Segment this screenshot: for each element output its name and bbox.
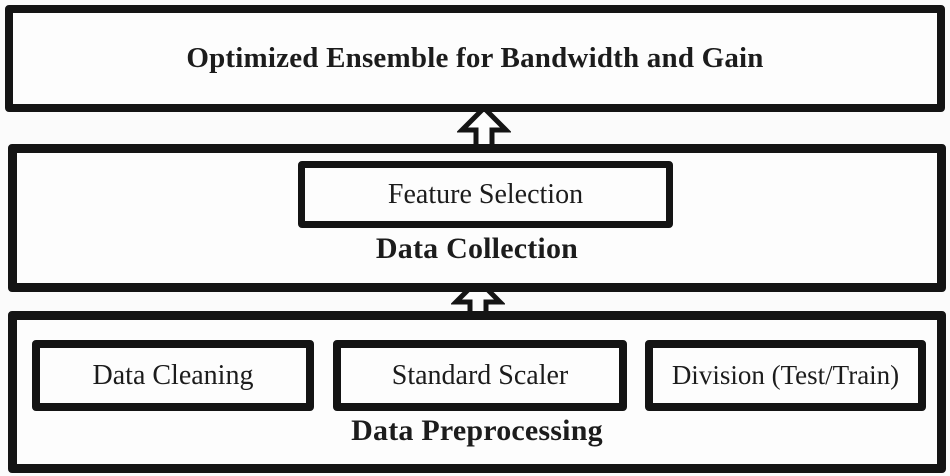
data-preprocessing-box: Data Cleaning Standard Scaler Division (… — [8, 311, 946, 473]
data-collection-box: Feature Selection Data Collection — [8, 144, 946, 292]
data-cleaning-box: Data Cleaning — [32, 340, 314, 411]
standard-scaler-label: Standard Scaler — [391, 359, 569, 391]
feature-selection-label: Feature Selection — [387, 178, 584, 210]
optimized-ensemble-box: Optimized Ensemble for Bandwidth and Gai… — [5, 5, 945, 112]
data-collection-label: Data Collection — [375, 232, 579, 265]
division-test-train-label: Division (Test/Train) — [671, 360, 900, 390]
standard-scaler-box: Standard Scaler — [333, 340, 627, 411]
up-arrow-icon — [451, 276, 505, 322]
data-preprocessing-label: Data Preprocessing — [351, 414, 603, 447]
optimized-ensemble-label: Optimized Ensemble for Bandwidth and Gai… — [186, 42, 764, 74]
division-test-train-box: Division (Test/Train) — [645, 340, 926, 411]
data-cleaning-label: Data Cleaning — [92, 359, 254, 391]
up-arrow-icon — [457, 104, 511, 150]
feature-selection-box: Feature Selection — [298, 161, 673, 228]
